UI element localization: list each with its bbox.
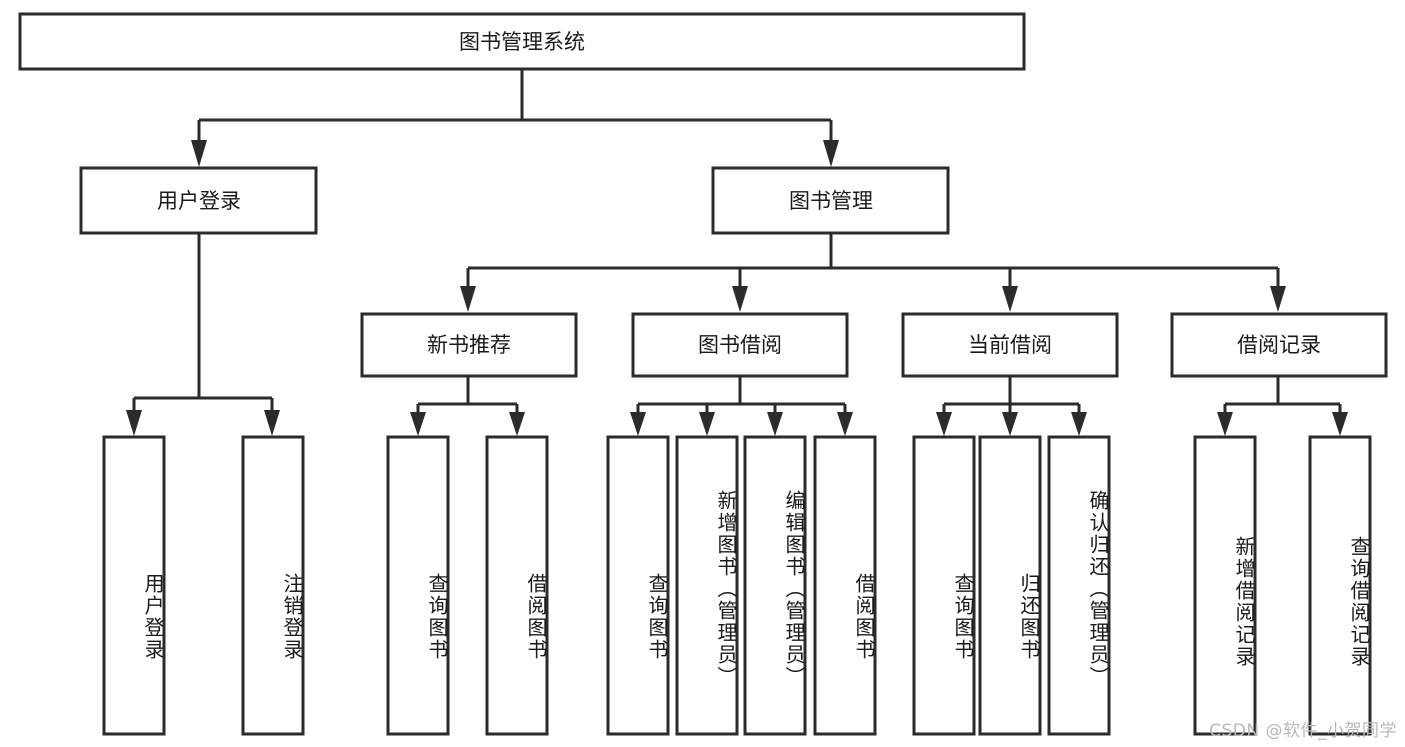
node-current-borrow[interactable]: 当前借阅 xyxy=(901,312,1119,378)
node-book-borrow[interactable]: 图书借阅 xyxy=(631,312,849,378)
connector-group-current-borrow xyxy=(936,376,1087,436)
node-new-book-recommend[interactable]: 新书推荐 xyxy=(360,312,578,378)
node-book-borrow-label: 图书借阅 xyxy=(698,333,782,357)
leaf-boxes xyxy=(102,435,1372,736)
node-borrow-record-box[interactable] xyxy=(1170,312,1388,378)
node-book-management-label: 图书管理 xyxy=(789,189,873,213)
leaf-add-record-box[interactable] xyxy=(1193,435,1257,736)
leaf-confirm-return-box[interactable] xyxy=(1047,435,1111,736)
leaf-borrow-book-1-box[interactable] xyxy=(485,435,549,736)
arrowhead-leaf-add-book xyxy=(699,412,715,436)
leaf-add-book-box[interactable] xyxy=(675,435,739,736)
node-root-box[interactable] xyxy=(18,12,1026,71)
node-user-login-box[interactable] xyxy=(79,166,318,235)
leaf-user-logout-box[interactable] xyxy=(241,435,305,736)
node-borrow-record[interactable]: 借阅记录 xyxy=(1170,312,1388,378)
leaf-query-book-1-box[interactable] xyxy=(386,435,450,736)
arrowhead-leaf-user-logout xyxy=(264,410,280,436)
connector-group-book-management xyxy=(460,233,1286,312)
csdn-watermark: CSDN @软件_小贺同学 xyxy=(1209,721,1397,741)
arrowhead-leaf-query-book-1 xyxy=(410,412,426,436)
arrowhead-leaf-confirm-return xyxy=(1071,412,1087,436)
arrowhead-leaf-query-record xyxy=(1332,412,1348,436)
arrowhead-leaf-query-book-3 xyxy=(936,412,952,436)
leaf-query-book-3-box[interactable] xyxy=(912,435,976,736)
node-user-login-label: 用户登录 xyxy=(157,189,241,213)
leaf-borrow-book-2-box[interactable] xyxy=(813,435,877,736)
node-book-borrow-box[interactable] xyxy=(631,312,849,378)
arrowhead-leaf-query-book-2 xyxy=(630,412,646,436)
node-current-borrow-label: 当前借阅 xyxy=(968,333,1052,357)
arrowhead-current-borrow xyxy=(1002,286,1018,312)
arrowhead-new-book-recommend xyxy=(460,286,476,312)
leaf-query-book-2-box[interactable] xyxy=(606,435,670,736)
arrowhead-user-login xyxy=(191,140,207,167)
node-new-book-recommend-box[interactable] xyxy=(360,312,578,378)
arrowhead-leaf-user-login xyxy=(126,410,142,436)
arrowhead-leaf-borrow-book-1 xyxy=(509,412,525,436)
node-borrow-record-label: 借阅记录 xyxy=(1237,333,1321,357)
node-current-borrow-box[interactable] xyxy=(901,312,1119,378)
connector-group-new-book-recommend xyxy=(410,376,525,436)
node-user-login[interactable]: 用户登录 xyxy=(79,166,318,235)
arrowhead-leaf-add-record xyxy=(1217,412,1233,436)
arrowhead-borrow-record xyxy=(1270,286,1286,312)
node-book-management-box[interactable] xyxy=(711,166,950,235)
arrowhead-book-borrow xyxy=(732,286,748,312)
arrowhead-book-management xyxy=(823,140,839,167)
node-book-management[interactable]: 图书管理 xyxy=(711,166,950,235)
leaf-user-login-box[interactable] xyxy=(102,435,166,736)
node-root[interactable]: 图书管理系统 xyxy=(18,12,1026,71)
connector-group-book-borrow xyxy=(630,376,853,436)
arrowhead-leaf-borrow-book-2 xyxy=(837,412,853,436)
node-new-book-recommend-label: 新书推荐 xyxy=(427,333,511,357)
node-root-label: 图书管理系统 xyxy=(459,30,585,54)
leaf-query-record-box[interactable] xyxy=(1308,435,1372,736)
connector-group-borrow-record xyxy=(1217,376,1348,436)
connector-group-user-login xyxy=(126,233,280,436)
leaf-return-book-box[interactable] xyxy=(978,435,1042,736)
arrowhead-leaf-return-book xyxy=(1002,412,1018,436)
arrowhead-leaf-edit-book xyxy=(767,412,783,436)
connector-group-root xyxy=(191,69,839,167)
leaf-edit-book-box[interactable] xyxy=(743,435,807,736)
